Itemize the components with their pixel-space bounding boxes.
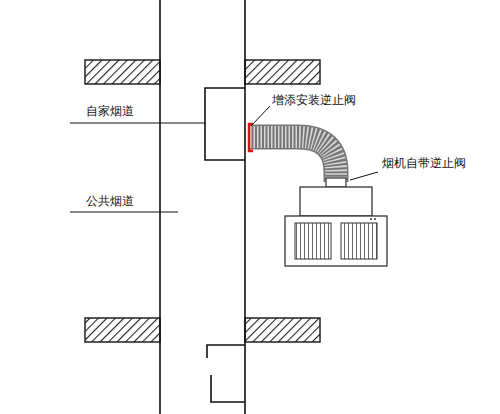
valve-label: 增添安装逆止阀 (272, 93, 356, 108)
hood-grille (295, 223, 331, 259)
exhaust-hose (250, 137, 336, 182)
floor-slab (245, 318, 320, 342)
private-flue (205, 88, 245, 160)
hood-body (285, 216, 387, 266)
hood-chimney (300, 187, 372, 216)
valve-label: 烟机自带逆止阀 (382, 156, 466, 171)
leader-line (350, 172, 378, 180)
private-flue (211, 375, 245, 402)
flue-wall (159, 0, 161, 414)
leader-line (251, 106, 270, 126)
hood-button (370, 218, 372, 220)
hood-button (374, 218, 376, 220)
hood-valve (326, 178, 346, 187)
flue-label: 自家烟道 (86, 104, 134, 119)
floor-slab (245, 60, 320, 84)
private-flue (207, 345, 245, 358)
flue-wall (244, 0, 246, 414)
check-valve (249, 124, 253, 151)
exhaust-hose (250, 137, 336, 182)
hood-grille (341, 223, 377, 259)
floor-slab (85, 318, 160, 342)
leader-line (70, 212, 178, 213)
leader-line (70, 123, 205, 124)
flue-label: 公共烟道 (86, 194, 134, 209)
floor-slab (85, 60, 160, 84)
